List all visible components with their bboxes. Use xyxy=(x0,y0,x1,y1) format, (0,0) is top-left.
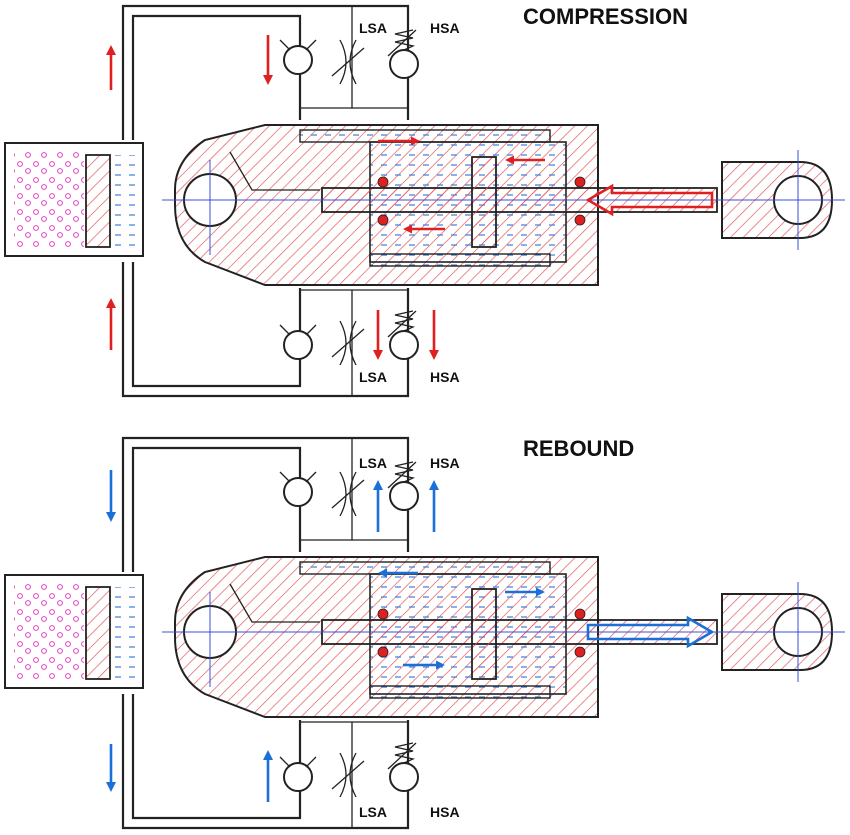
top-high-speed-label: HSA xyxy=(430,455,460,471)
gas-chamber xyxy=(14,584,84,679)
top-hsa-valve-adj xyxy=(387,29,417,57)
gas-chamber xyxy=(14,152,84,247)
bottom-valve-flow-arrow-head xyxy=(263,750,273,760)
rod-motion-arrow xyxy=(585,183,714,217)
bottom-check-valve-seat-r xyxy=(305,756,317,768)
upper-inner-line xyxy=(131,14,302,140)
reservoir-flow-arrow-down-head xyxy=(106,512,116,522)
chamber-flow-arrow-head xyxy=(505,155,514,165)
bottom-hsa-valve xyxy=(389,762,419,792)
bottom-hsa-valve-spring xyxy=(394,310,416,332)
top-lsa-flow-arrow-head xyxy=(373,480,383,490)
bottom-check-valve-seat-l xyxy=(279,324,291,336)
bottom-lsa-orifice-b xyxy=(349,320,357,366)
top-hsa-valve-spring xyxy=(394,461,416,483)
bottom-lsa-flow-arrow-head xyxy=(373,350,383,360)
bottom-lsa-orifice-adj xyxy=(331,760,365,790)
bypass-flow-arrow-head xyxy=(411,136,420,146)
reservoir-flow-arrow-up-head xyxy=(106,45,116,55)
top-check-valve-seat-r xyxy=(305,39,317,51)
floating-piston xyxy=(85,154,111,248)
bottom-check-valve-seat-l xyxy=(279,756,291,768)
top-check-valve xyxy=(283,45,313,75)
bottom-lsa-orifice-a xyxy=(339,752,347,798)
top-check-valve xyxy=(283,477,313,507)
seal-1 xyxy=(377,646,389,658)
upper-bypass xyxy=(299,129,551,143)
seal-3 xyxy=(574,646,586,658)
top-lsa-orifice-adj xyxy=(331,47,365,77)
body-passage xyxy=(229,151,320,191)
panel-title: REBOUND xyxy=(523,436,634,461)
bottom-high-speed-label: HSA xyxy=(430,804,460,820)
top-lsa-orifice-b xyxy=(349,471,357,517)
bottom-low-speed-label: LSA xyxy=(359,369,387,385)
top-low-speed-label: LSA xyxy=(359,455,387,471)
bottom-check-valve-seat-r xyxy=(305,324,317,336)
top-hsa-valve xyxy=(389,49,419,79)
bottom-hsa-valve-spring xyxy=(394,742,416,764)
bottom-hsa-valve-adj xyxy=(387,310,417,338)
bottom-hsa-valve xyxy=(389,330,419,360)
panel-title: COMPRESSION xyxy=(523,4,688,29)
compression-panel: COMPRESSION LSA HSA LSA HSA xyxy=(4,4,845,398)
reservoir-flow-arrow-down-2-head xyxy=(106,782,116,792)
bottom-hsa-flow-arrow-head xyxy=(429,350,439,360)
bottom-hsa-valve-adj xyxy=(387,742,417,770)
bottom-high-speed-label: HSA xyxy=(430,369,460,385)
top-check-valve-seat-l xyxy=(279,39,291,51)
floating-piston xyxy=(85,586,111,680)
seal-3 xyxy=(574,214,586,226)
top-hsa-flow-arrow-head xyxy=(429,480,439,490)
seal-0 xyxy=(377,176,389,188)
bottom-lsa-orifice-a xyxy=(339,320,347,366)
rebound-chamber-arrow-head xyxy=(436,660,445,670)
bottom-lsa-orifice-b xyxy=(349,752,357,798)
top-check-valve-seat-r xyxy=(305,471,317,483)
piston-head xyxy=(471,156,497,248)
bottom-low-speed-label: LSA xyxy=(359,804,387,820)
chamber-flow-arrow-head xyxy=(536,587,545,597)
bottom-lsa-orifice-adj xyxy=(331,328,365,358)
top-high-speed-label: HSA xyxy=(430,20,460,36)
top-lsa-orifice-a xyxy=(339,471,347,517)
body-passage xyxy=(229,583,320,623)
seal-1 xyxy=(377,214,389,226)
top-hsa-valve xyxy=(389,481,419,511)
top-lsa-orifice-a xyxy=(339,39,347,85)
rebound-panel: REBOUND LSA HSA LSA HSA xyxy=(4,436,845,830)
rebound-chamber-arrow-head xyxy=(403,224,412,234)
top-lsa-orifice-adj xyxy=(331,479,365,509)
lower-bypass xyxy=(369,685,551,699)
top-lsa-orifice-b xyxy=(349,39,357,85)
reservoir-oil xyxy=(112,155,136,247)
top-check-valve-seat-l xyxy=(279,471,291,483)
bypass-flow-arrow-head xyxy=(378,568,387,578)
upper-inner-line xyxy=(131,446,302,572)
lower-bypass xyxy=(369,253,551,267)
top-valve-flow-arrow-head xyxy=(263,75,273,85)
top-hsa-valve-adj xyxy=(387,461,417,489)
upper-bypass xyxy=(299,561,551,575)
seal-2 xyxy=(574,176,586,188)
bottom-check-valve xyxy=(283,762,313,792)
seal-0 xyxy=(377,608,389,620)
reservoir-oil xyxy=(112,587,136,679)
reservoir-flow-arrow-up-2-head xyxy=(106,298,116,308)
top-low-speed-label: LSA xyxy=(359,20,387,36)
piston-head xyxy=(471,588,497,680)
seal-2 xyxy=(574,608,586,620)
top-hsa-valve-spring xyxy=(394,29,416,51)
rod-motion-arrow xyxy=(586,615,715,649)
bottom-check-valve xyxy=(283,330,313,360)
